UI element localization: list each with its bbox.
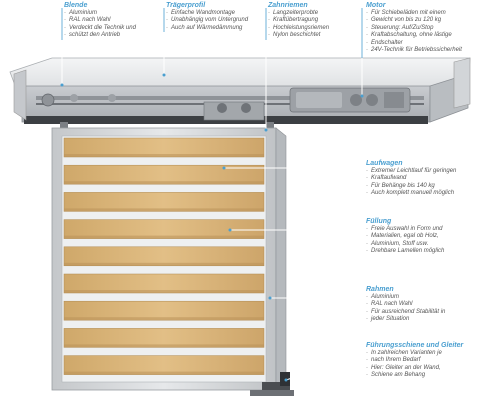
callout-item: Schiene am Behang bbox=[366, 372, 463, 380]
belt-icon bbox=[41, 93, 116, 107]
slat-shadow bbox=[64, 181, 264, 185]
callout-item: Hier: Gleiter an der Wand, bbox=[366, 365, 463, 373]
leader-accents bbox=[61, 8, 363, 58]
slat-shadow bbox=[64, 154, 264, 157]
leader-dots bbox=[60, 73, 364, 382]
callout-item: Materialien, egal ob Holz, bbox=[366, 233, 444, 241]
slat-shadow bbox=[64, 262, 264, 266]
callout-item: Aluminium bbox=[64, 10, 136, 18]
blende-housing bbox=[9, 57, 471, 124]
callout-item: Endschalter bbox=[366, 40, 462, 48]
callout-item: Langzeiterprobte bbox=[268, 10, 329, 18]
callout-title: Zahnriemen bbox=[268, 2, 308, 9]
callout-item: Steuerung: Auf/Zu/Stop bbox=[366, 25, 462, 33]
callout-item: Drehbare Lamellen möglich bbox=[366, 248, 444, 256]
callout-item: Unabhängig vom Untergrund bbox=[166, 17, 248, 25]
slat-shadow bbox=[64, 208, 264, 212]
trolley-icon bbox=[203, 101, 265, 121]
slat-shadow bbox=[64, 317, 264, 321]
fuellung-slats bbox=[63, 137, 265, 375]
callout-item: schützt den Antrieb bbox=[64, 32, 136, 40]
callout-zahnriemen: Zahnriemen Langzeiterprobte Kraftübertra… bbox=[268, 2, 329, 40]
callout-traegerprofil: Trägerprofil Einfache Wandmontage Unabhä… bbox=[166, 2, 248, 33]
hanger-left bbox=[60, 122, 68, 130]
callout-item: Auch komplett manuell möglich bbox=[366, 190, 456, 198]
callout-item: RAL nach Wahl bbox=[64, 17, 136, 25]
callout-laufwagen: Laufwagen Extremer Leichtlauf für gering… bbox=[366, 160, 456, 198]
slat-shadow bbox=[64, 290, 264, 293]
callout-title: Blende bbox=[64, 2, 88, 9]
callout-rahmen: Rahmen Aluminium RAL nach Wahl Für ausre… bbox=[366, 286, 445, 324]
slat-shadow bbox=[64, 344, 264, 348]
callout-item: In zahlreichen Varianten je bbox=[366, 350, 463, 358]
callout-item: Extremer Leichtlauf für geringen bbox=[366, 168, 456, 176]
callout-item: Einfache Wandmontage bbox=[166, 10, 248, 18]
callout-item: Kraftaufwand bbox=[366, 175, 456, 183]
callout-item: Verdeckt die Technik und bbox=[64, 25, 136, 33]
callout-title: Rahmen bbox=[366, 286, 394, 293]
callout-item: Kraftabschaltung, ohne lästige bbox=[366, 32, 462, 40]
callout-title: Führungsschiene und Gleiter bbox=[366, 342, 464, 349]
callout-item: Auch auf Wärmedämmung bbox=[166, 25, 248, 33]
callout-fuehrung: Führungsschiene und Gleiter In zahlreich… bbox=[366, 342, 463, 380]
callout-fuellung: Füllung Freie Auswahl in Form und Materi… bbox=[366, 218, 444, 256]
callout-title: Laufwagen bbox=[366, 160, 403, 167]
callout-title: Trägerprofil bbox=[166, 2, 206, 9]
motor-unit-icon bbox=[289, 87, 411, 113]
callout-item: nach Ihrem Bedarf bbox=[366, 357, 463, 365]
callout-item: Freie Auswahl in Form und bbox=[366, 226, 444, 234]
hanger-right bbox=[266, 122, 274, 130]
callout-item: Gewicht von bis zu 120 kg bbox=[366, 17, 462, 25]
slat-shadow bbox=[64, 371, 264, 375]
callout-title: Motor bbox=[366, 2, 386, 9]
callout-item: jeder Situation bbox=[366, 316, 445, 324]
callout-item: Für Behänge bis 140 kg bbox=[366, 183, 456, 191]
callout-blende: Blende Aluminium RAL nach Wahl Verdeckt … bbox=[64, 2, 136, 40]
callout-item: 24V-Technik für Betriebssicherheit bbox=[366, 47, 462, 55]
callout-item: RAL nach Wahl bbox=[366, 301, 445, 309]
callout-item: Für ausreichend Stabilität in bbox=[366, 309, 445, 317]
callout-motor: Motor Für Schiebeläden mit einem Gewicht… bbox=[366, 2, 462, 55]
callout-item: Aluminium, Stoff usw. bbox=[366, 241, 444, 249]
callout-item: Aluminium bbox=[366, 294, 445, 302]
callout-item: Hochleistungsriemen bbox=[268, 25, 329, 33]
callout-item: Kraftübertragung bbox=[268, 17, 329, 25]
callout-title: Füllung bbox=[366, 218, 392, 225]
callout-item: Für Schiebeläden mit einem bbox=[366, 10, 462, 18]
callout-item: Nylon beschichtet bbox=[268, 32, 329, 40]
slat-shadow bbox=[64, 235, 264, 239]
